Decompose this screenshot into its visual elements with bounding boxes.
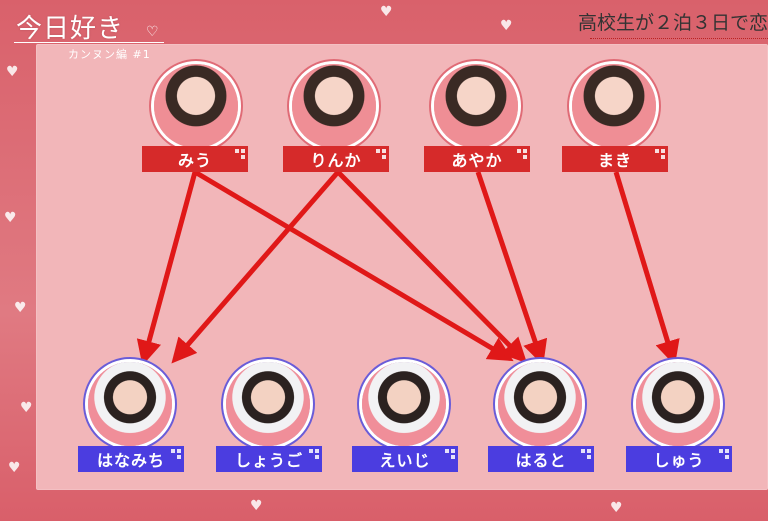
name-label: えいじ: [352, 446, 458, 472]
avatar: [292, 64, 376, 148]
heart-icon: ♥: [250, 498, 263, 514]
avatar: [572, 64, 656, 148]
avatar: [154, 64, 238, 148]
heart-icon: ♥: [20, 400, 33, 416]
broadcast-caption: 高校生が２泊３日で恋: [577, 11, 768, 34]
name-label: しゅう: [626, 446, 732, 472]
show-logo: 今日好き ♡ カンヌン編 #1: [10, 4, 180, 62]
arrow-6: [613, 171, 680, 366]
heart-icon: ♡: [146, 24, 159, 40]
avatar: [362, 362, 446, 446]
avatar: [498, 362, 582, 446]
heart-icon: ♥: [4, 210, 17, 226]
arrow-1: [136, 171, 198, 366]
heart-icon: ♥: [6, 64, 19, 80]
heart-icon: ♥: [500, 18, 513, 34]
avatar: [636, 362, 720, 446]
name-label: はると: [488, 446, 594, 472]
name-label: みう: [142, 146, 248, 172]
logo-title: 今日好き: [16, 14, 125, 44]
name-label: まき: [562, 146, 668, 172]
arrow-3: [171, 170, 340, 364]
heart-icon: ♥: [8, 460, 21, 476]
arrow-5: [475, 171, 548, 366]
arrow-2: [193, 169, 514, 362]
name-label: りんか: [283, 146, 389, 172]
heart-icon: ♥: [610, 500, 623, 516]
name-label: あやか: [424, 146, 530, 172]
arrow-4: [336, 170, 528, 364]
caption-underline: [590, 38, 768, 39]
name-label: はなみち: [78, 446, 184, 472]
avatar: [88, 362, 172, 446]
heart-icon: ♥: [14, 300, 27, 316]
heart-icon: ♥: [380, 4, 393, 20]
logo-divider: [14, 42, 164, 43]
avatar: [226, 362, 310, 446]
name-label: しょうご: [216, 446, 322, 472]
avatar: [434, 64, 518, 148]
logo-subtitle: カンヌン編 #1: [68, 48, 151, 61]
